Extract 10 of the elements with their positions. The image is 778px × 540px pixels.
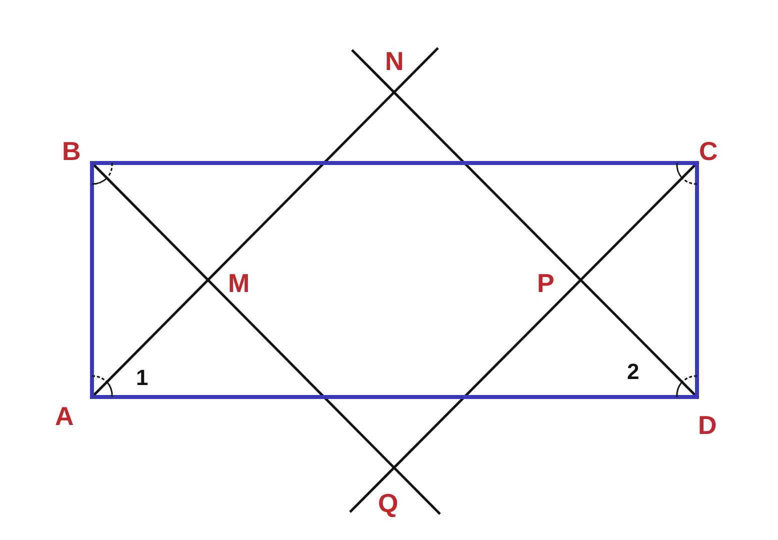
point-label: A	[55, 403, 74, 429]
point-label: M	[228, 270, 250, 296]
angle-number: 1	[136, 367, 148, 389]
point-label: Q	[378, 490, 398, 516]
point-label: P	[537, 270, 554, 296]
point-label: D	[698, 412, 717, 438]
angle-number: 2	[627, 361, 640, 383]
point-label: N	[385, 48, 404, 74]
point-label: B	[62, 138, 81, 164]
point-label: C	[699, 138, 718, 164]
